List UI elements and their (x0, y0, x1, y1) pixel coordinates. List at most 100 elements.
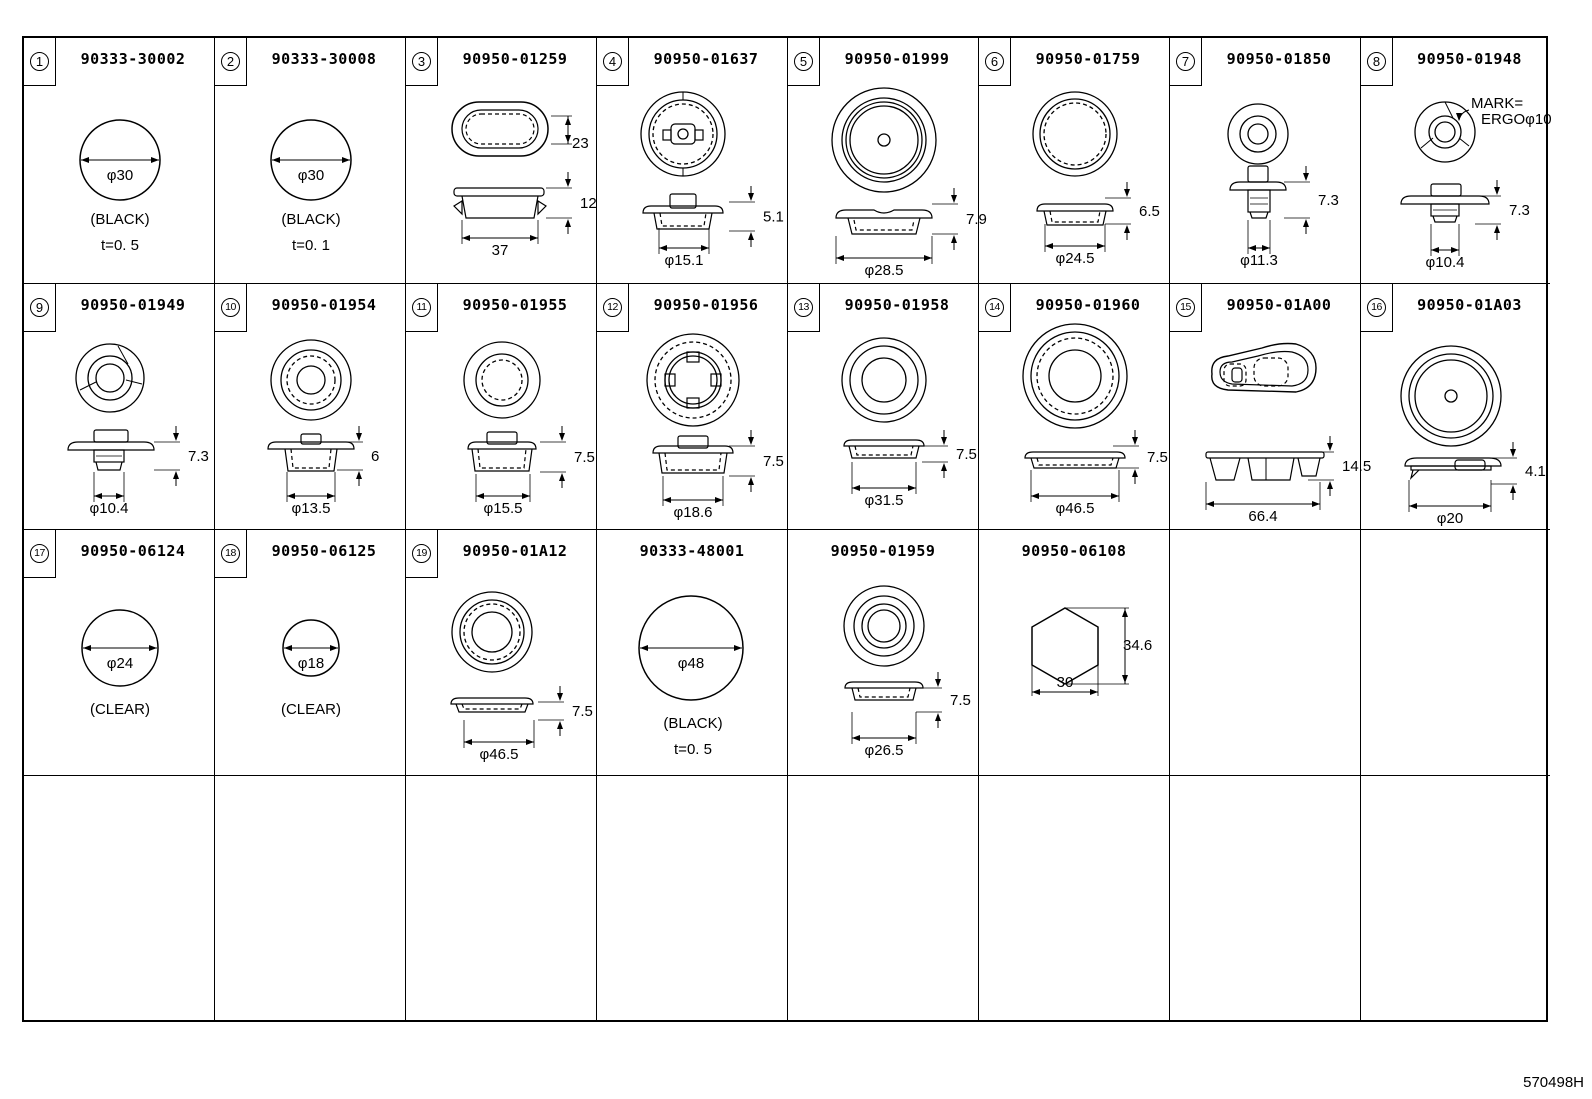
index-number: 2 (221, 52, 240, 71)
part-drawing: φ30(BLACK)t=0. 1 (270, 119, 352, 254)
empty-cell (406, 776, 597, 1020)
part-number: 90950-01999 (844, 50, 950, 68)
index-box: 6 (979, 38, 1011, 86)
index-number: 5 (794, 52, 813, 71)
dimension-label: 7.3 (1509, 202, 1530, 219)
part-number: 90950-01A00 (1226, 296, 1332, 314)
part-cell: 2 90333-30008 φ30(BLACK)t=0. 1 (215, 38, 406, 284)
dimension-label: 7.3 (188, 448, 209, 465)
empty-cell (1361, 530, 1550, 776)
part-drawing: 6 φ13.5 (267, 339, 379, 517)
index-number: 12 (603, 298, 622, 317)
index-number: 15 (1176, 298, 1195, 317)
index-number: 6 (985, 52, 1004, 71)
empty-cell (979, 776, 1170, 1020)
dimension-label: 4.1 (1525, 463, 1546, 480)
index-box: 18 (215, 530, 247, 578)
color-note: (CLEAR) (281, 701, 341, 718)
part-drawing: φ30(BLACK)t=0. 5 (79, 119, 161, 254)
dimension-label: 7.5 (574, 449, 595, 466)
dimension-label: 7.5 (763, 453, 784, 470)
empty-cell (215, 776, 406, 1020)
part-number: 90950-01948 (1417, 50, 1522, 68)
dimension-label: φ31.5 (865, 492, 904, 509)
dimension-label: 7.3 (1318, 192, 1339, 209)
dimension-label: 37 (492, 242, 509, 259)
part-outline (282, 619, 340, 677)
parts-grid: 1 90333-30002 φ30(BLACK)t=0. 5 2 90333-30008… (22, 36, 1552, 1022)
index-number: 17 (30, 544, 49, 563)
index-box: 8 (1361, 38, 1393, 86)
dimension-label: 7.5 (572, 703, 593, 720)
index-number: 16 (1367, 298, 1386, 317)
mark-note: ERGOφ10 (1481, 111, 1552, 128)
part-number: 90950-01759 (1035, 50, 1141, 68)
part-outline (270, 119, 352, 201)
dimension-label: φ10.4 (1426, 254, 1465, 271)
thickness-note: t=0. 1 (292, 237, 330, 254)
dimension-label: 6 (371, 448, 379, 465)
dimension-label: φ15.5 (484, 500, 523, 517)
index-box: 9 (24, 284, 56, 332)
empty-cell (1170, 776, 1361, 1020)
index-number: 13 (794, 298, 813, 317)
thickness-note: t=0. 5 (101, 237, 139, 254)
dimension-label: 30 (1057, 674, 1074, 691)
empty-cell (597, 776, 788, 1020)
index-number: 9 (30, 298, 49, 317)
part-drawing: φ48(BLACK)t=0. 5 (638, 595, 744, 758)
index-number: 14 (985, 298, 1004, 317)
index-number: 3 (412, 52, 431, 71)
dimension-label: φ24.5 (1056, 250, 1095, 267)
dimension-label: φ13.5 (292, 500, 331, 517)
index-number: 18 (221, 544, 240, 563)
part-number: 90950-01954 (271, 296, 377, 314)
part-number: 90333-48001 (639, 542, 745, 560)
part-number: 90950-01960 (1035, 296, 1141, 314)
empty-cell (24, 776, 215, 1020)
dimension-label: φ30 (298, 167, 324, 184)
part-number: 90950-01949 (80, 296, 186, 314)
index-number: 11 (412, 298, 431, 317)
index-number: 1 (30, 52, 49, 71)
dimension-label: 14.5 (1342, 458, 1371, 475)
index-box: 1 (24, 38, 56, 86)
index-box: 10 (215, 284, 247, 332)
index-box: 14 (979, 284, 1011, 332)
index-box: 17 (24, 530, 56, 578)
empty-cell (788, 776, 979, 1020)
part-cell: 1 90333-30002 φ30(BLACK)t=0. 5 (24, 38, 215, 284)
index-number: 7 (1176, 52, 1195, 71)
dimension-label: 23 (572, 135, 589, 152)
index-box: 15 (1170, 284, 1202, 332)
hex-outline (1031, 607, 1099, 685)
part-number: 90333-30002 (80, 50, 186, 68)
index-number: 8 (1367, 52, 1386, 71)
dimension-label: φ24 (107, 655, 133, 672)
part-number: 90950-01958 (844, 296, 950, 314)
part-number: 90950-06108 (1021, 542, 1127, 560)
part-outline (638, 595, 744, 701)
color-note: (CLEAR) (90, 701, 150, 718)
dimension-label: φ15.1 (665, 252, 704, 269)
index-box: 5 (788, 38, 820, 86)
part-number: 90333-30008 (271, 50, 377, 68)
